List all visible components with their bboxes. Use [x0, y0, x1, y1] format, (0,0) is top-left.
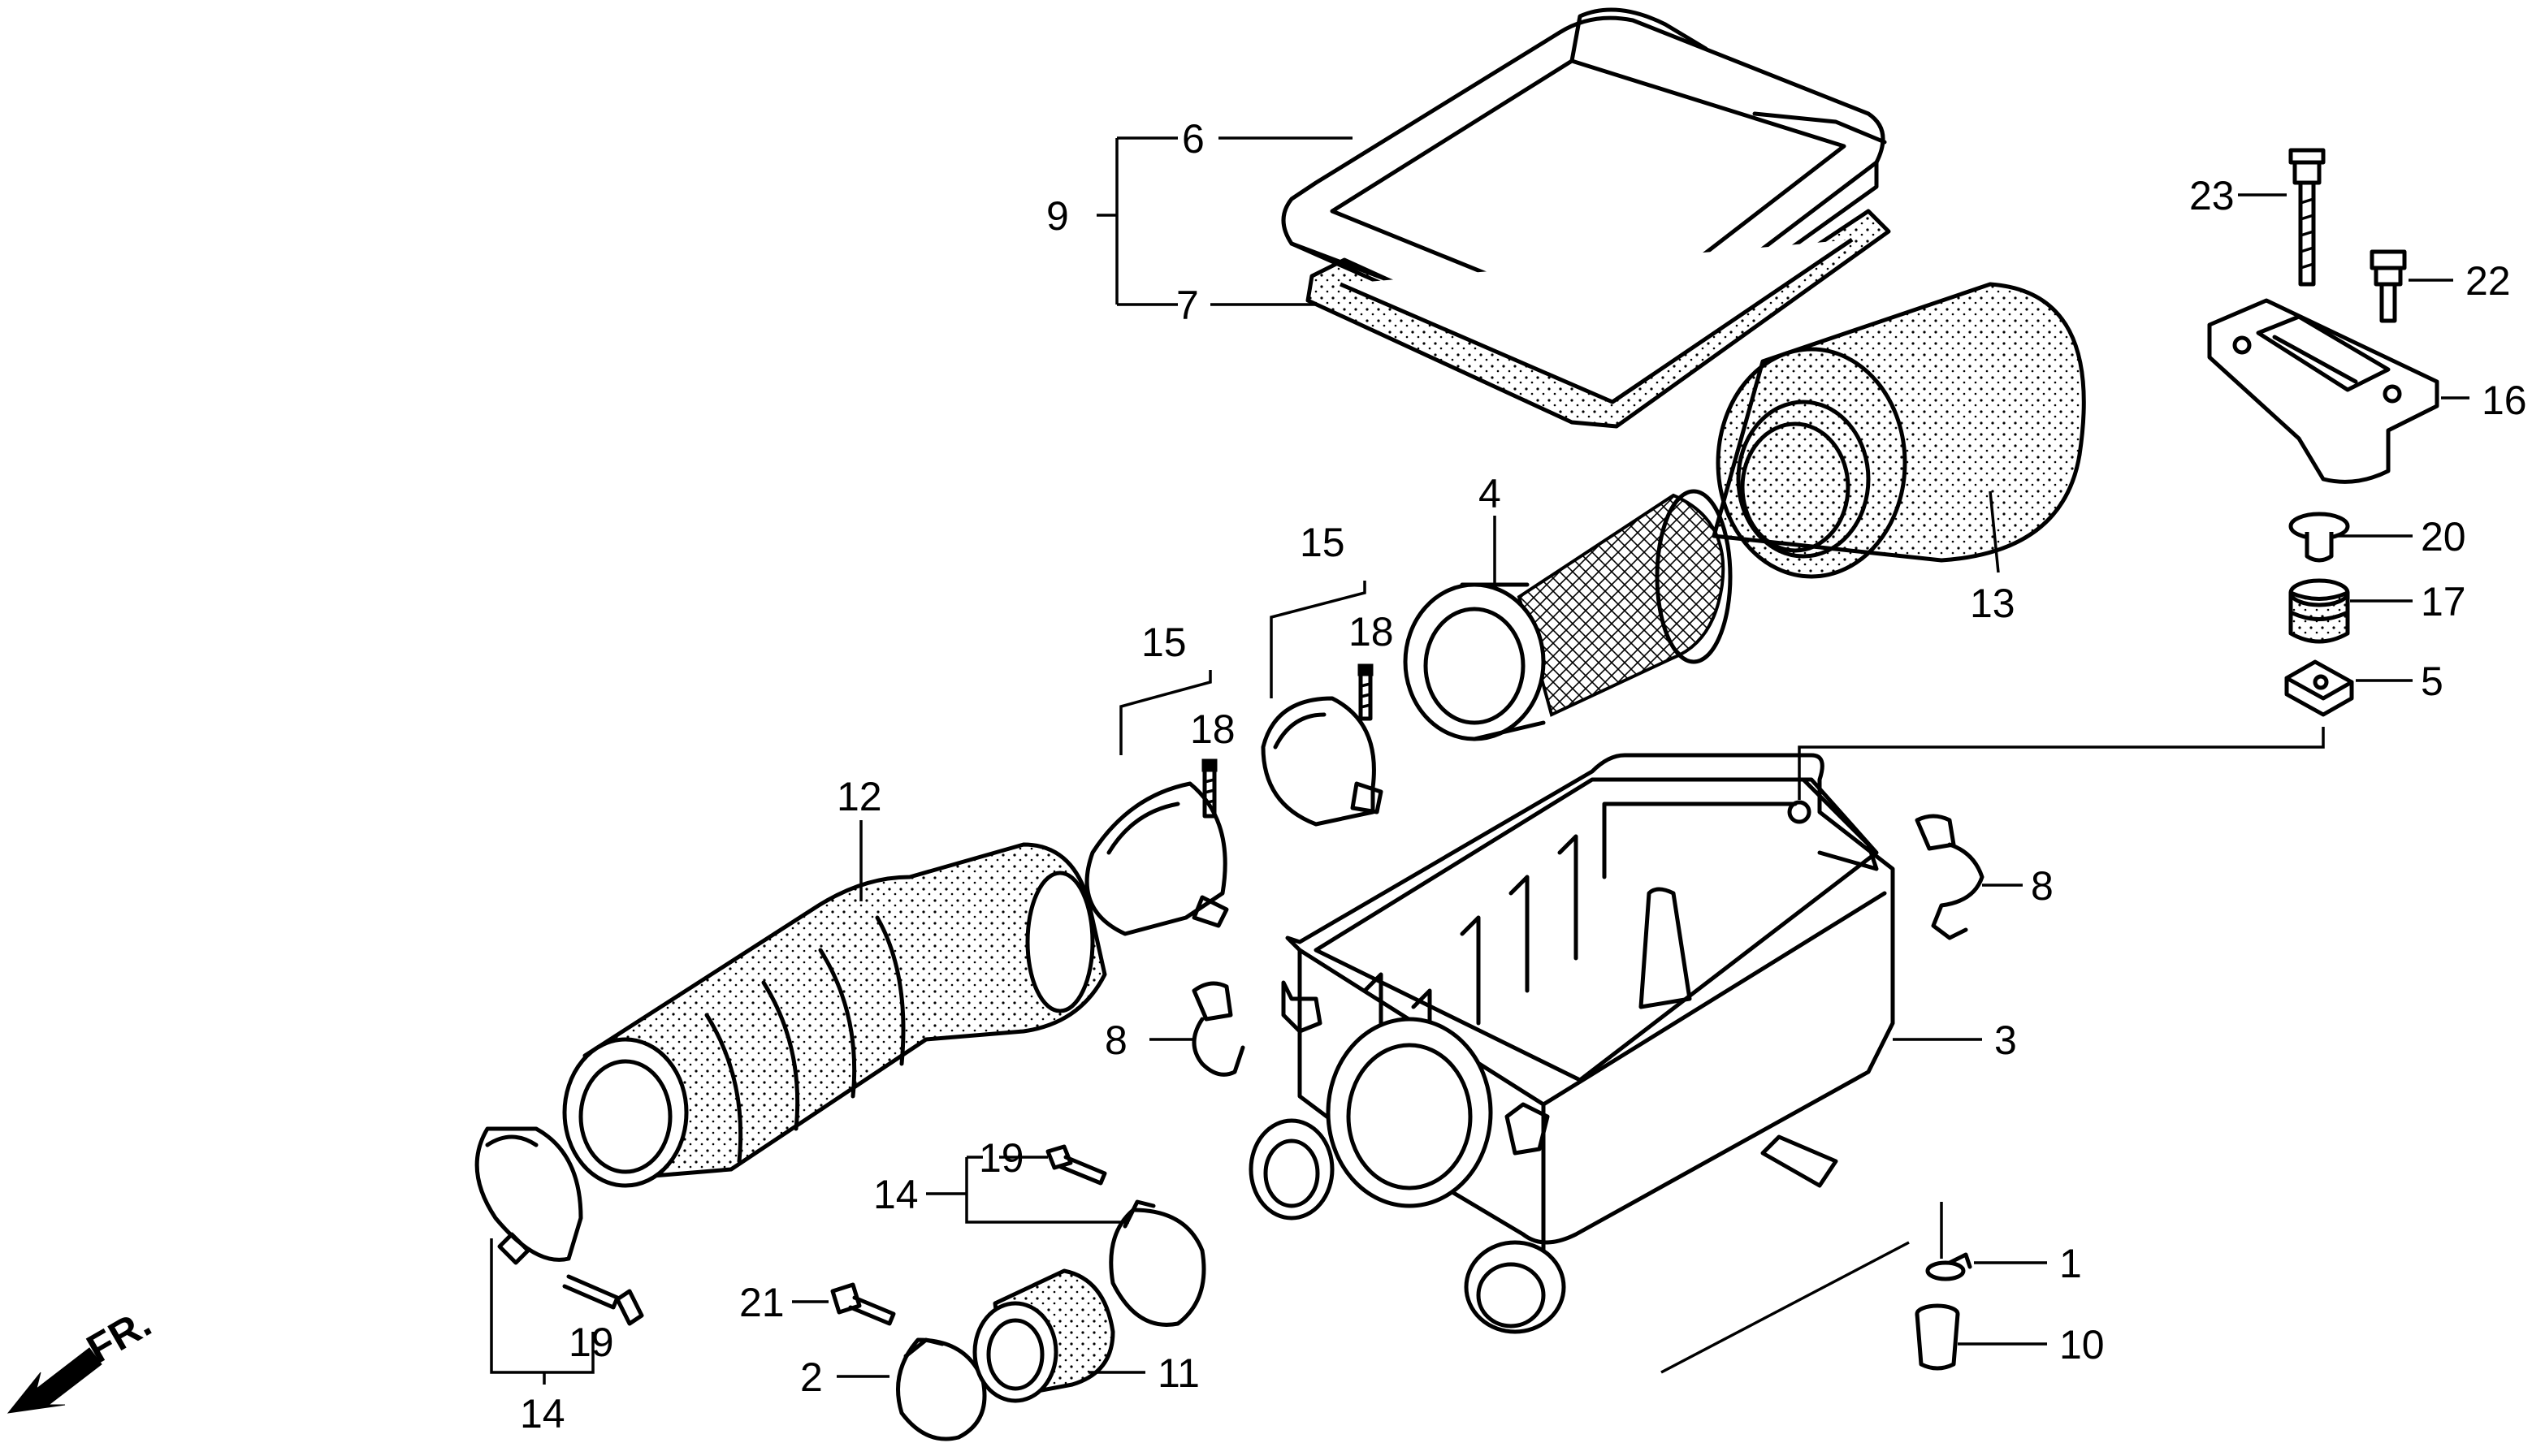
callout-5: 5	[2421, 659, 2443, 704]
grommet	[2288, 578, 2350, 644]
connecting-tube-band-upper	[1084, 781, 1229, 936]
leader-lines	[490, 136, 2469, 1385]
callout-1: 1	[2059, 1241, 2082, 1286]
air-cleaner-cover-gasket	[1305, 209, 1891, 429]
bolt-21	[830, 1282, 896, 1326]
nut	[2284, 659, 2354, 717]
callout-labels: 6 9 7 23 22 16 20 17 5 4 13 15 18 15 18 …	[520, 116, 2527, 1437]
callout-19-left: 19	[569, 1320, 614, 1365]
callout-2: 2	[800, 1354, 823, 1400]
air-cleaner-case	[1249, 753, 1895, 1334]
bolt-23	[2288, 148, 2326, 287]
callout-14-left: 14	[520, 1391, 565, 1437]
screw-18-lower	[1201, 758, 1218, 819]
callout-17: 17	[2421, 579, 2466, 624]
tube-band-left	[474, 1126, 583, 1265]
screw-19-left	[562, 1274, 644, 1326]
callout-15-upper: 15	[1300, 520, 1345, 565]
callout-14-right: 14	[873, 1172, 919, 1217]
callout-13: 13	[1970, 581, 2015, 626]
connector-band-right	[1109, 1199, 1206, 1327]
callout-21: 21	[739, 1280, 785, 1325]
connecting-boot	[972, 1268, 1115, 1403]
callout-6: 6	[1182, 116, 1205, 162]
callout-22: 22	[2465, 258, 2511, 304]
callout-8-right: 8	[2031, 863, 2054, 909]
callout-3: 3	[1994, 1017, 2017, 1063]
callout-16: 16	[2482, 378, 2527, 423]
connecting-tube-band-lower	[1261, 696, 1383, 827]
callout-7: 7	[1176, 283, 1199, 328]
callout-10: 10	[2059, 1322, 2105, 1367]
callout-19-right: 19	[979, 1135, 1024, 1181]
bolt-22	[2370, 249, 2407, 323]
callout-9: 9	[1046, 193, 1069, 239]
drain-plug	[1915, 1303, 1960, 1371]
front-direction-arrow: FR.	[6, 1300, 158, 1414]
callout-20: 20	[2421, 514, 2466, 560]
collar	[2288, 512, 2350, 563]
callout-12: 12	[837, 774, 882, 819]
tube-clamp-right	[1915, 814, 1984, 940]
callout-4: 4	[1478, 471, 1501, 516]
element-holder	[1403, 489, 1733, 741]
mounting-bracket	[2207, 298, 2439, 484]
screw-19-right	[1045, 1144, 1107, 1186]
drain-plug-clip	[1925, 1252, 1972, 1281]
callout-11: 11	[1158, 1350, 1200, 1396]
callout-18-lower: 18	[1190, 706, 1236, 752]
callout-15-lower: 15	[1141, 620, 1187, 665]
screw-18-upper	[1357, 663, 1374, 721]
callout-18-upper: 18	[1348, 609, 1394, 655]
connector-band-left	[896, 1337, 987, 1441]
connecting-tube	[562, 842, 1107, 1188]
callout-8-left: 8	[1105, 1017, 1128, 1063]
air-cleaner-element	[1712, 282, 2086, 579]
tube-clamp-left	[1192, 981, 1245, 1077]
callout-23: 23	[2189, 173, 2235, 218]
